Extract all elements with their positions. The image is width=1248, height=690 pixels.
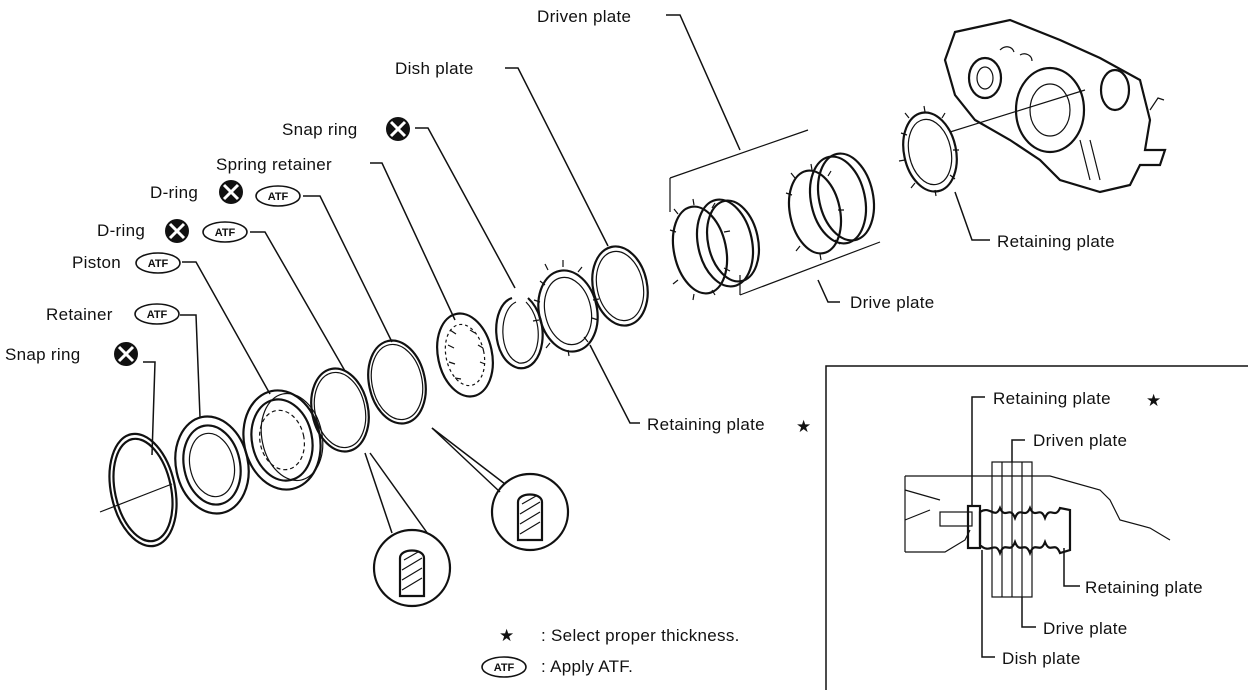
detail-leader-lines bbox=[971, 396, 1080, 658]
snap-ring-top-part bbox=[495, 296, 544, 370]
seal-detail-circle-2 bbox=[431, 427, 570, 552]
seal-detail-circle-1 bbox=[364, 452, 452, 608]
retainer-part bbox=[174, 415, 250, 515]
detail-label-retaining-plate-side: Retaining plate bbox=[1085, 578, 1203, 597]
svg-text:ATF: ATF bbox=[494, 662, 515, 674]
legend-star-text: : Select proper thickness. bbox=[541, 626, 740, 645]
spring-retainer-part bbox=[436, 312, 494, 398]
svg-text:ATF: ATF bbox=[268, 191, 289, 203]
detail-cross-section bbox=[904, 461, 1171, 598]
label-d-ring-2: D-ring bbox=[97, 221, 145, 240]
clutch-plate-pack-part bbox=[669, 129, 881, 301]
detail-label-dish-plate: Dish plate bbox=[1002, 649, 1081, 668]
detail-inset-frame bbox=[825, 365, 1248, 690]
legend-atf-badge-icon: ATF bbox=[481, 656, 527, 678]
label-driven-plate: Driven plate bbox=[537, 7, 631, 26]
svg-text:ATF: ATF bbox=[215, 227, 236, 239]
legend-atf-text: : Apply ATF. bbox=[541, 657, 633, 676]
label-piston: Piston bbox=[72, 253, 121, 272]
label-retaining-plate-center: Retaining plate bbox=[647, 415, 765, 434]
retaining-plate-right-part bbox=[898, 105, 959, 197]
no-reuse-icon bbox=[114, 342, 138, 366]
atf-badge-icon: ATF bbox=[202, 221, 248, 243]
snap-ring-part bbox=[99, 432, 178, 548]
atf-badge-icon: ATF bbox=[135, 252, 181, 274]
detail-label-retaining-plate: Retaining plate bbox=[993, 389, 1111, 408]
atf-badge-icon: ATF bbox=[255, 185, 301, 207]
dish-plate-part bbox=[591, 245, 649, 327]
label-drive-plate: Drive plate bbox=[850, 293, 935, 312]
label-snap-ring-top: Snap ring bbox=[282, 120, 357, 139]
retaining-plate-center-part bbox=[532, 260, 600, 357]
star-icon: ★ bbox=[796, 417, 812, 436]
label-d-ring-1: D-ring bbox=[150, 183, 198, 202]
transmission-case-part bbox=[943, 18, 1167, 194]
svg-text:ATF: ATF bbox=[147, 309, 168, 321]
label-spring-retainer: Spring retainer bbox=[216, 155, 332, 174]
detail-star-icon: ★ bbox=[1146, 391, 1162, 410]
label-retaining-plate-right: Retaining plate bbox=[997, 232, 1115, 251]
no-reuse-icon bbox=[386, 117, 410, 141]
d-ring-outer-part bbox=[367, 339, 427, 425]
label-retainer: Retainer bbox=[46, 305, 113, 324]
d-ring-inner-part bbox=[310, 367, 370, 453]
svg-text:ATF: ATF bbox=[148, 258, 169, 270]
no-reuse-icon bbox=[219, 180, 243, 204]
atf-badge-icon: ATF bbox=[134, 303, 180, 325]
no-reuse-icon bbox=[165, 219, 189, 243]
label-dish-plate: Dish plate bbox=[395, 59, 474, 78]
detail-label-driven-plate: Driven plate bbox=[1033, 431, 1127, 450]
label-snap-ring-left: Snap ring bbox=[5, 345, 80, 364]
leader-lines bbox=[143, 14, 990, 456]
legend-star-icon: ★ bbox=[499, 626, 515, 645]
detail-label-drive-plate: Drive plate bbox=[1043, 619, 1128, 638]
